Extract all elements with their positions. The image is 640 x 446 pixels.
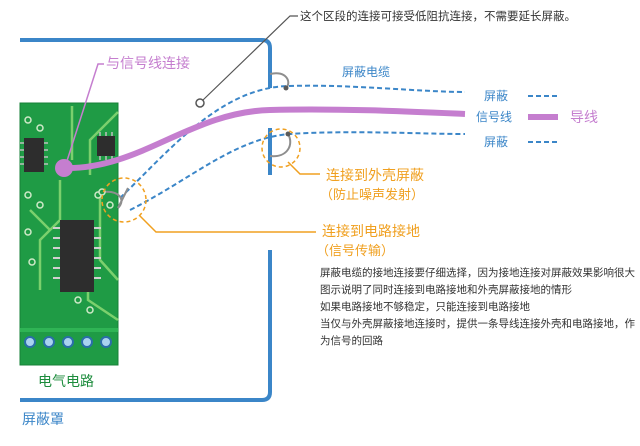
explanation-notes: 屏蔽电缆的接地连接要仔细选择，因为接地连接对屏蔽效果影响很大 图示说明了同时连接… (320, 265, 636, 350)
note-line: 屏蔽电缆的接地连接要仔细选择，因为接地连接对屏蔽效果影响很大 (320, 267, 635, 279)
case-ground-subtitle: （防止噪声发射） (320, 187, 424, 203)
circuit-board (19, 102, 119, 366)
note-line: 当仅与外壳屏蔽接地连接时，提供一条导线连接外壳和电路接地，作为信号的回路 (320, 318, 635, 347)
signal-wire (63, 106, 466, 172)
note-pointer-leader (202, 15, 298, 101)
case-ground-leader (287, 161, 320, 175)
circuit-ground-callout-circle (101, 177, 147, 223)
circuit-ground-title: 连接到电路接地 (322, 223, 420, 240)
legend-signal-label: 信号线 (476, 110, 512, 124)
case-ground-title: 连接到外壳屏蔽 (326, 167, 424, 184)
enclosure-outline (20, 38, 272, 402)
note-line: 图示说明了同时连接到电路接地和外壳屏蔽接地的情形 (320, 284, 572, 296)
legend-shield-top-label: 屏蔽 (484, 89, 508, 103)
case-ground-callout-circle (261, 128, 301, 168)
shield-cable-label: 屏蔽电缆 (342, 65, 390, 79)
circuit-ground-subtitle: （信号传输） (316, 243, 394, 259)
board-ground-hook (101, 187, 129, 209)
top-note: 这个区段的连接可接受低阻抗连接，不需要延长屏蔽。 (300, 9, 576, 23)
wire-label: 导线 (570, 110, 598, 126)
circuit-ground-leader (139, 215, 316, 233)
legend-shield-bottom-label: 屏蔽 (484, 135, 508, 149)
signal-label-leader (65, 63, 104, 165)
note-line: 如果电路接地不够稳定，只能连接到电路接地 (320, 301, 530, 313)
enclosure-label: 屏蔽罩 (22, 412, 64, 428)
signal-line-connection-label: 与信号线连接 (106, 55, 190, 72)
note-pointer-ring (195, 98, 205, 108)
case-hook-bottom (269, 133, 292, 158)
circuit-board-label: 电气电路 (38, 374, 94, 390)
